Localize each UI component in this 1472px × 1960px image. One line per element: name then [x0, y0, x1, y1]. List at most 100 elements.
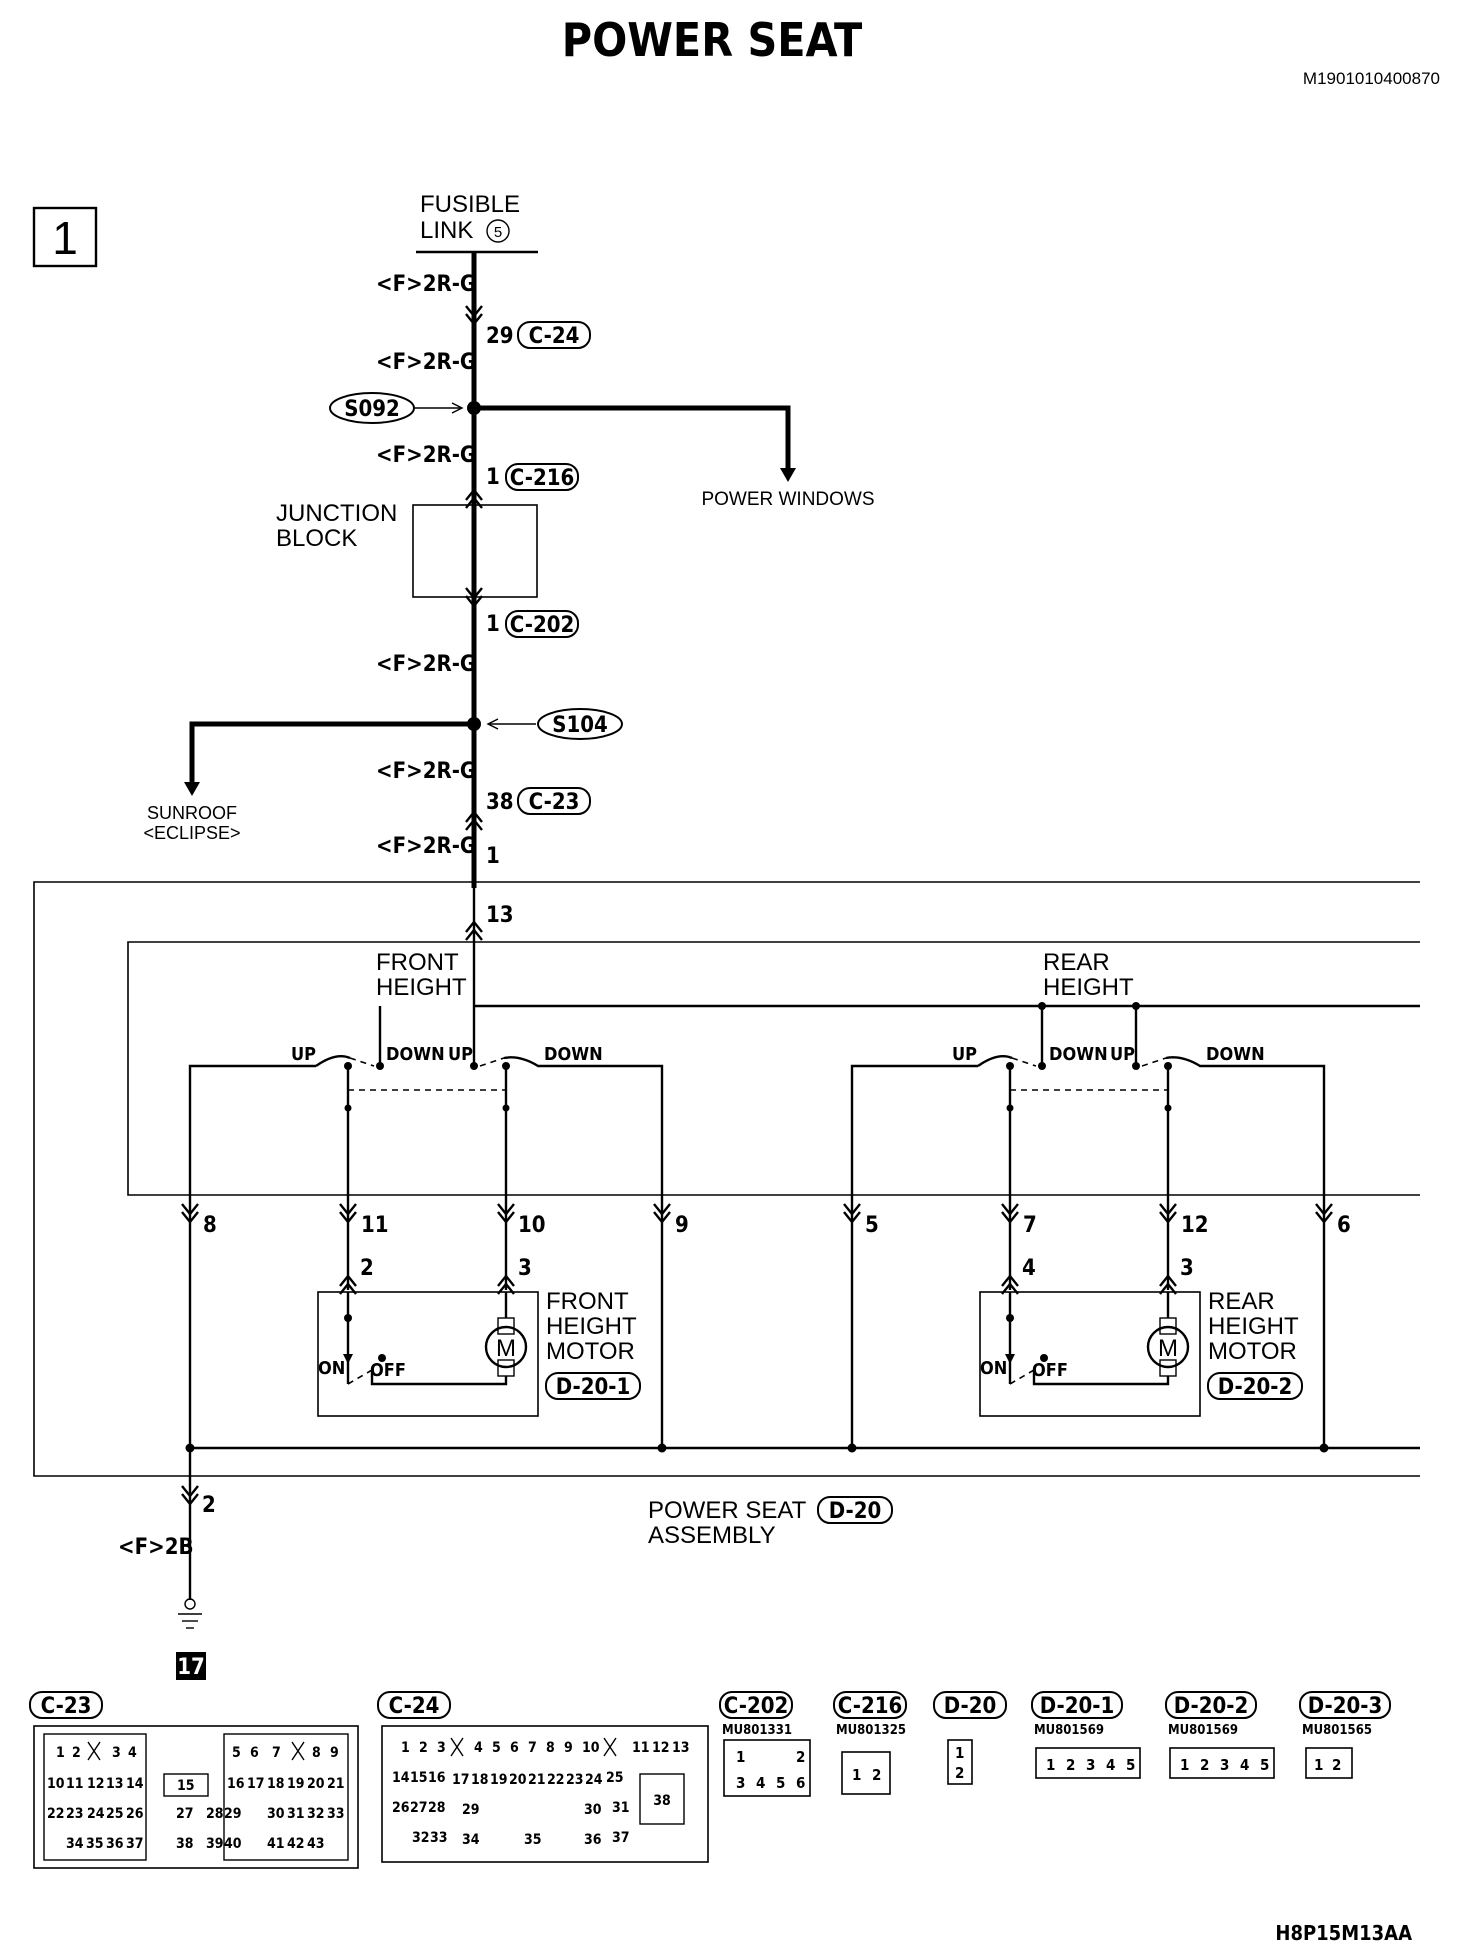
c24-cell: 15: [410, 1770, 428, 1786]
rear-motor-breaker: [1009, 1369, 1035, 1385]
d20-cell: 2: [955, 1764, 964, 1782]
connector-chevron: [465, 920, 483, 941]
c23-tag: [517, 787, 591, 815]
c23-cell: 4: [128, 1745, 137, 1761]
c24-cell: 33: [430, 1830, 448, 1846]
c24-cell: 37: [612, 1830, 630, 1846]
connector-chevron: [465, 305, 483, 326]
c24-cell: 35: [524, 1832, 542, 1848]
d202-part-number: MU801569: [1168, 1723, 1238, 1738]
d201-cell: 5: [1126, 1756, 1135, 1774]
ground-pin-2: 2: [202, 1493, 216, 1518]
motor-brush: [1159, 1359, 1177, 1377]
power-windows-arrow: [780, 468, 796, 482]
c23-cell: 6: [250, 1745, 259, 1761]
c23-cell: 40: [224, 1836, 242, 1852]
c23-cell: 33: [327, 1806, 345, 1822]
motor-brush: [1159, 1317, 1177, 1335]
c23-cell: 23: [66, 1806, 84, 1822]
fusible-link-number: 5: [494, 224, 502, 241]
c23-cell: 8: [312, 1745, 321, 1761]
c24-cell: 29: [462, 1802, 480, 1818]
contact: [378, 1354, 386, 1362]
sunroof-arrow: [184, 782, 200, 796]
front-switch-label-2: HEIGHT: [376, 974, 467, 1001]
c24-cell: 12: [652, 1740, 670, 1756]
c24-cell: 11: [632, 1740, 650, 1756]
front-blade-1-travel: [349, 1057, 375, 1067]
d201-cell: 3: [1086, 1756, 1095, 1774]
c24-tag: [517, 321, 591, 349]
front-motor-pin-3: 3: [518, 1256, 532, 1281]
wire-color-label: <F>2R-G: [376, 759, 476, 784]
c23-cell: 5: [232, 1745, 241, 1761]
c24-empty-cavity: [450, 1737, 464, 1757]
rear-motor-return: [1032, 1370, 1170, 1386]
c24-tag-label: C-24: [529, 324, 580, 349]
c23-empty-cavity: [87, 1741, 101, 1761]
sunroof-label-1: SUNROOF: [147, 803, 237, 823]
c23-tag-label: C-23: [529, 790, 580, 815]
c216-tag: [505, 463, 579, 491]
c24-face-tag-label: C-24: [389, 1694, 440, 1719]
rear-up-label-2: UP: [1110, 1044, 1135, 1065]
c24-cell: 17: [452, 1772, 470, 1788]
ground-number-box: [176, 1652, 206, 1680]
figure-code: H8P15M13AA: [1275, 1921, 1412, 1945]
c216-face-tag-label: C-216: [838, 1694, 903, 1719]
rear-motor-label-2: HEIGHT: [1208, 1313, 1299, 1340]
c23-cell: 20: [307, 1776, 325, 1792]
wire-color-label: <F>2R-G: [376, 652, 476, 677]
rear-down-label-1: DOWN: [1049, 1044, 1108, 1065]
front-up-label-1: UP: [291, 1044, 316, 1065]
c23-cell: 32: [307, 1806, 325, 1822]
c24-face-tag: [377, 1691, 451, 1719]
d201-cell: 2: [1066, 1756, 1075, 1774]
c24-cell: 32: [412, 1830, 430, 1846]
junction-dot: [1038, 1002, 1046, 1010]
rear-pin6-wire: [1165, 1056, 1326, 1195]
c23-cell: 19: [287, 1776, 305, 1792]
rear-motor-off: OFF: [1032, 1360, 1068, 1381]
splice-s092-arrowhead: [451, 402, 464, 414]
contact: [344, 1314, 352, 1322]
c23-cell: 35: [86, 1836, 104, 1852]
front-pin9-wire: [503, 1056, 664, 1195]
pin-5: 5: [865, 1213, 879, 1238]
c24-cell: 21: [528, 1772, 546, 1788]
c23-cell: 39: [206, 1836, 224, 1852]
c23-cell: 15: [177, 1778, 195, 1794]
c23-cell: 34: [66, 1836, 84, 1852]
c23-cell: 25: [106, 1806, 124, 1822]
contact: [1164, 1104, 1172, 1112]
c216-face-tag: [833, 1691, 907, 1719]
d201-face-tag-label: D-20-1: [1040, 1694, 1115, 1719]
c202-tag-label: C-202: [510, 613, 575, 638]
c24-pin: 29: [486, 324, 514, 349]
rear-motor-pin-4: 4: [1022, 1256, 1036, 1281]
c23-face-tag: [29, 1691, 103, 1719]
front-motor-off: OFF: [370, 1360, 406, 1381]
c24-cell: 2: [419, 1740, 428, 1756]
c23-pin: 38: [486, 790, 514, 815]
c23-cell: 36: [106, 1836, 124, 1852]
c24-cell: 27: [410, 1800, 428, 1816]
c23-cell: 27: [176, 1806, 194, 1822]
rear-motor-label-1: REAR: [1208, 1288, 1275, 1315]
connector-chevron: [497, 1274, 515, 1295]
c23-cell: 7: [272, 1745, 281, 1761]
c24-cell: 31: [612, 1800, 630, 1816]
page-title: POWER SEAT: [562, 13, 863, 67]
c23-cell: 13: [106, 1776, 124, 1792]
d202-cell: 4: [1240, 1756, 1249, 1774]
sunroof-branch: [189, 721, 474, 786]
d20-cell: 1: [955, 1744, 964, 1762]
wire-color-label: <F>2R-G: [376, 443, 476, 468]
wire-color-label: <F>2R-G: [376, 272, 476, 297]
connector-chevron: [339, 1274, 357, 1295]
c23-cell: 10: [47, 1776, 65, 1792]
c23-cell: 31: [287, 1806, 305, 1822]
c24-cell: 26: [392, 1800, 410, 1816]
